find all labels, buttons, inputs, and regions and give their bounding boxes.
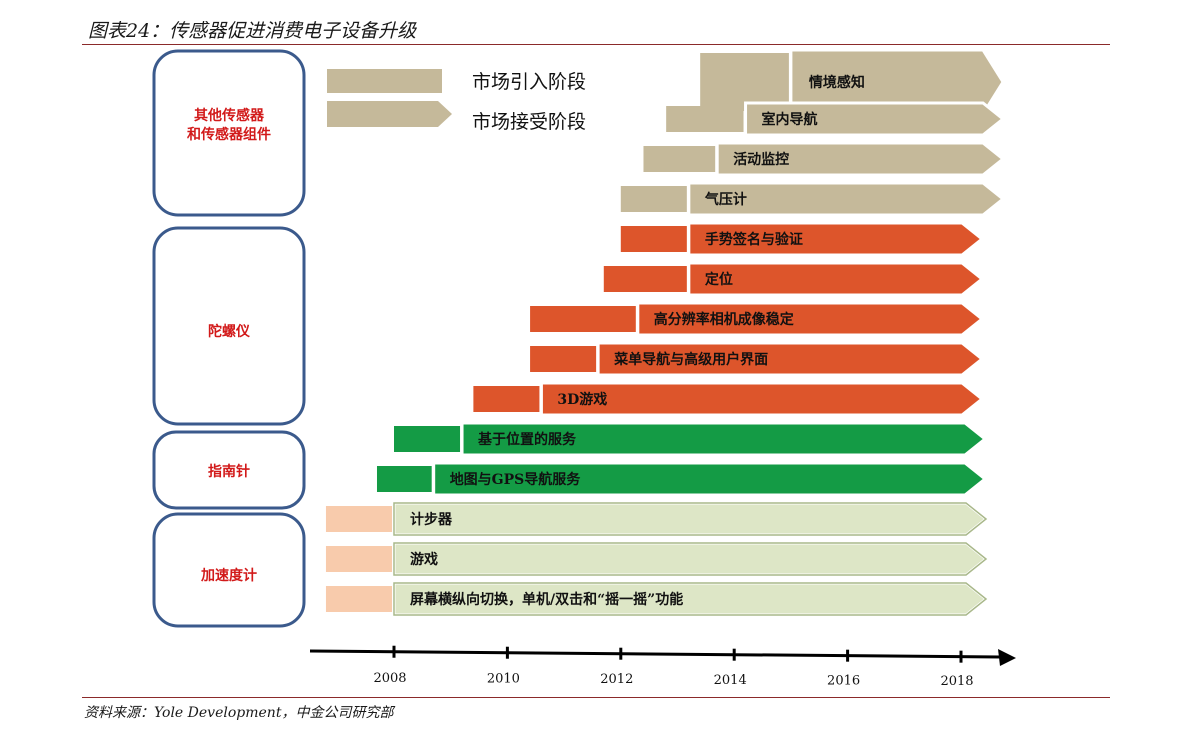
accept-stage-arrow (687, 181, 1006, 217)
accept-stage-arrow (392, 541, 989, 577)
row-label: 游戏 (410, 551, 438, 568)
axis-tick-label: 2012 (600, 672, 633, 687)
intro-stage-bar (530, 346, 597, 372)
footer-rule (82, 697, 1110, 698)
row-label: 基于位置的服务 (478, 431, 577, 448)
row-label: 气压计 (704, 191, 747, 208)
intro-stage-bar (325, 586, 392, 612)
axis-line (309, 649, 1001, 659)
axis-tick-label: 2016 (827, 673, 860, 688)
accept-stage-arrow (392, 501, 989, 537)
legend: 市场引入阶段 市场接受阶段 (327, 69, 586, 133)
category-label-compass: 指南针 (208, 463, 250, 480)
category-label-gyroscope: 陀螺仪 (208, 323, 251, 340)
intro-stage-bar (620, 226, 687, 252)
row-label: 屏幕横纵向切换，单机/双击和“摇一摇”功能 (410, 591, 683, 608)
row-label: 3D游戏 (557, 391, 607, 408)
row-label: 计步器 (410, 511, 453, 528)
category-label-line1: 其他传感器 (194, 107, 265, 124)
intro-stage-bar (666, 106, 744, 132)
intro-stage-bar (473, 386, 540, 412)
accept-stage-outline (393, 502, 988, 536)
category-label-accelerometer: 加速度计 (200, 567, 257, 584)
intro-stage-bar (376, 466, 432, 492)
intro-stage-bar (530, 306, 636, 332)
category-box-accelerometer (152, 512, 306, 628)
intro-stage-bar (643, 146, 716, 172)
intro-stage-bar (394, 426, 461, 452)
accept-stage-arrow (744, 101, 1006, 137)
accept-stage-arrow (715, 141, 1006, 177)
intro-stage-bar (603, 266, 687, 292)
row-label: 高分辨率相机成像稳定 (654, 311, 794, 328)
category-boxes: 其他传感器 和传感器组件 陀螺仪 指南针 加速度计 (152, 49, 306, 628)
legend-swatch-accept (327, 101, 452, 127)
axis-tick-label: 2018 (940, 674, 973, 689)
legend-swatch-intro (327, 69, 442, 93)
accept-stage-outline (393, 542, 988, 576)
title-rule (82, 44, 1110, 45)
timeline-bars: 情境感知室内导航活动监控气压计手势签名与验证定位高分辨率相机成像稳定菜单导航与高… (325, 48, 1006, 617)
intro-stage-bar (700, 53, 789, 111)
legend-label-intro: 市场引入阶段 (472, 71, 586, 93)
intro-stage-bar (620, 186, 687, 212)
accept-stage-arrow (460, 421, 988, 457)
accept-stage-arrow (539, 381, 985, 417)
accept-stage-arrow (687, 261, 985, 297)
accept-stage-arrow (687, 221, 985, 257)
category-label-line2: 和传感器组件 (187, 126, 271, 143)
axis-tick-label: 2008 (373, 671, 406, 686)
row-label: 地图与GPS导航服务 (450, 471, 582, 488)
category-box-compass (152, 430, 306, 510)
intro-stage-bar (325, 546, 392, 572)
row-label: 定位 (705, 271, 733, 288)
figure-title: 图表24：传感器促进消费电子设备升级 (88, 20, 417, 42)
accept-stage-outline (393, 582, 988, 616)
legend-label-accept: 市场接受阶段 (472, 111, 586, 133)
row-label: 情境感知 (809, 74, 865, 91)
intro-stage-bar (325, 506, 392, 532)
source-note: 资料来源：Yole Development，中金公司研究部 (84, 705, 394, 721)
accept-stage-arrow (432, 461, 988, 497)
category-box-other-sensors (152, 49, 306, 217)
category-box-gyroscope (152, 226, 306, 426)
row-label: 活动监控 (733, 151, 789, 168)
axis-arrowhead (998, 649, 1016, 666)
accept-stage-arrow (596, 341, 985, 377)
accept-stage-arrow (636, 301, 985, 337)
axis-tick-label: 2014 (714, 673, 747, 688)
axis-tick-label: 2010 (487, 672, 520, 687)
row-label: 菜单导航与高级用户界面 (613, 351, 768, 368)
row-label: 手势签名与验证 (705, 231, 803, 248)
time-axis: 2008 2010 2012 2014 2016 2018 (309, 645, 1016, 689)
row-label: 室内导航 (762, 111, 818, 128)
